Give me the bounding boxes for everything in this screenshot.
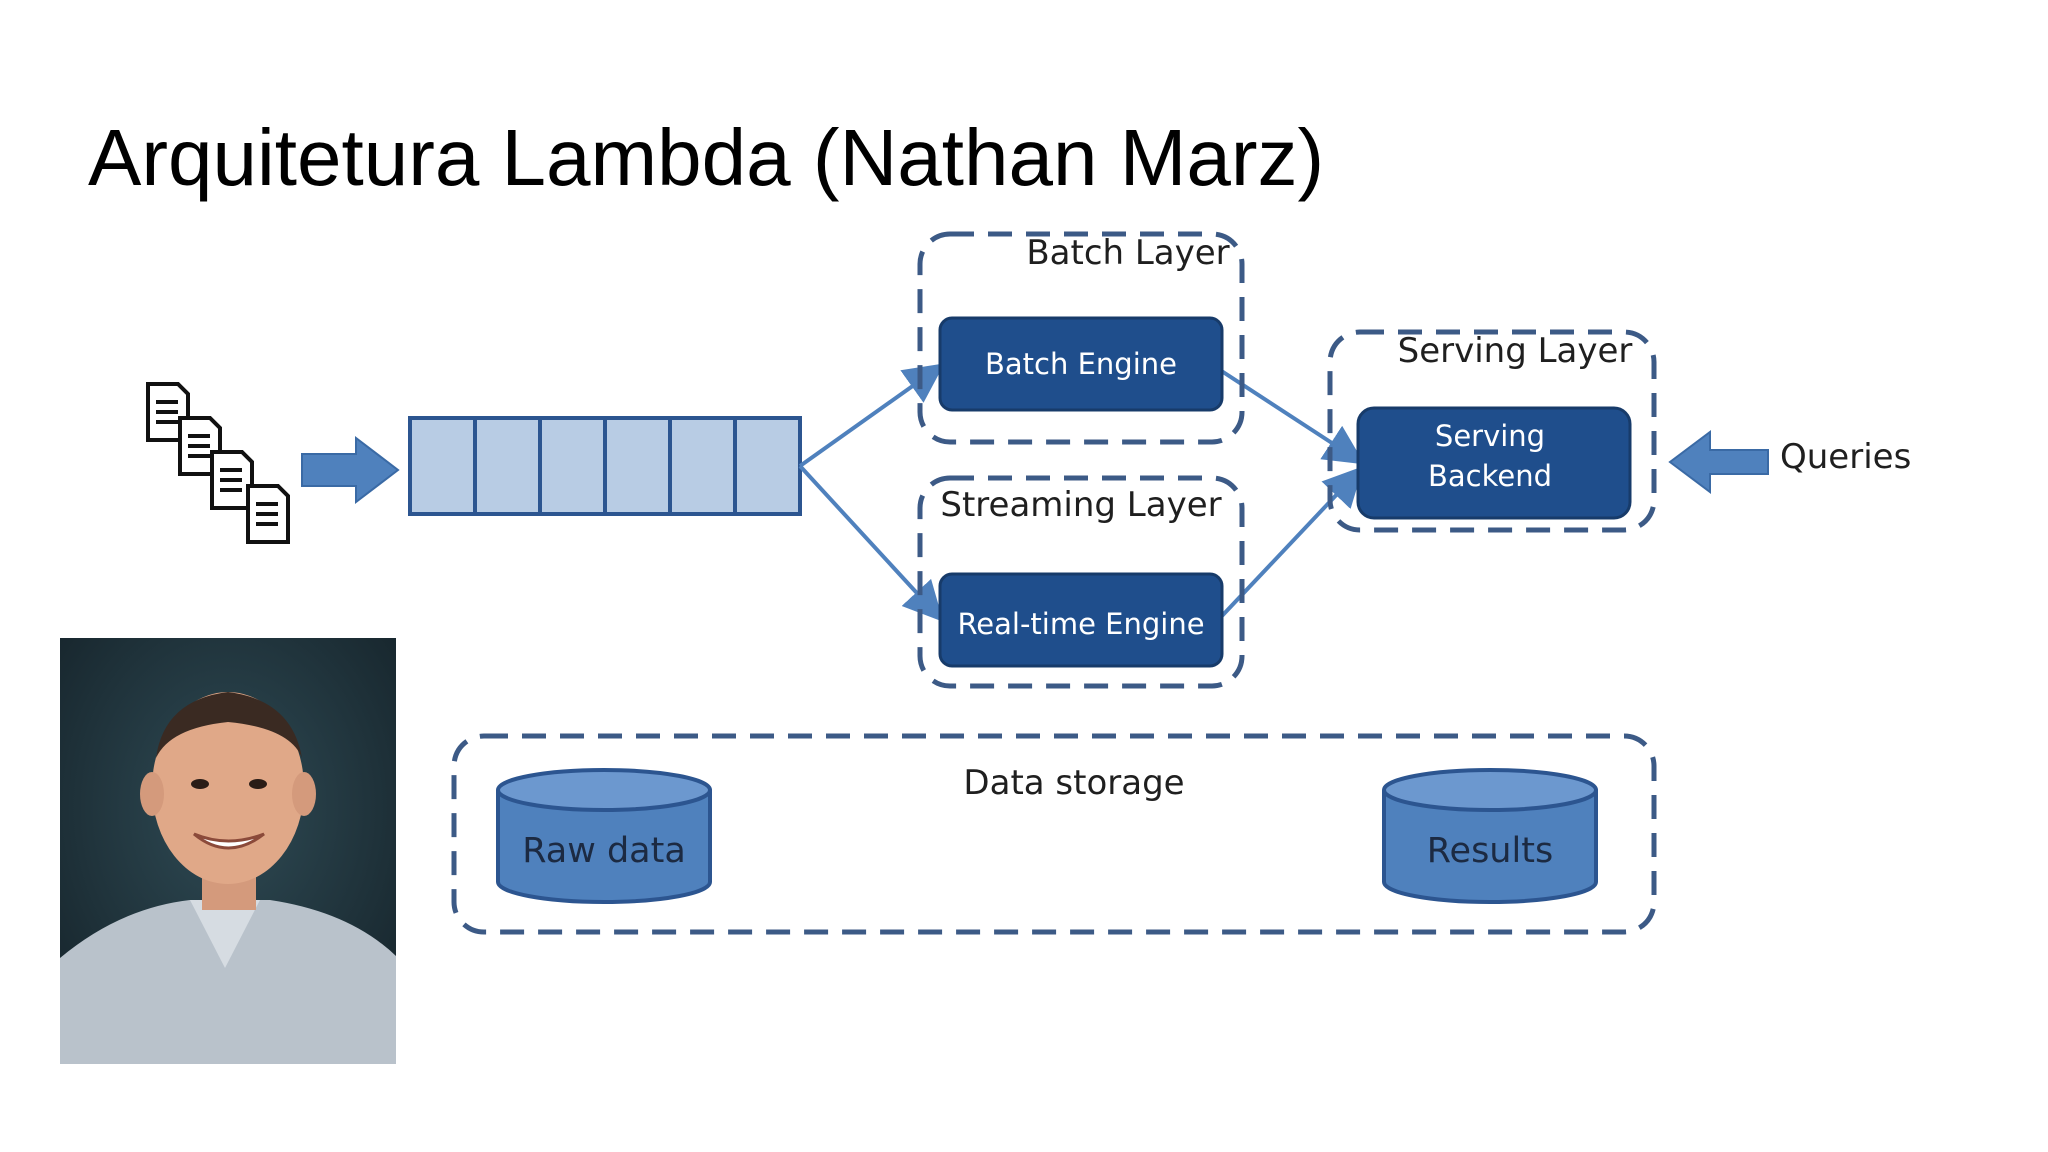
realtime-engine-box: [938, 572, 1224, 668]
serving-layer-label: Serving Layer: [1398, 331, 1633, 371]
raw-data-cylinder: [496, 768, 712, 904]
raw-data-label: Raw data: [522, 831, 686, 871]
ingest-arrow: [301, 435, 400, 505]
queries-arrow: [1668, 430, 1769, 494]
person-photo-illustration: [60, 638, 396, 1064]
results-cylinder: [1382, 768, 1598, 904]
results-label: Results: [1427, 831, 1553, 871]
queue-to-realtime-arrow: [798, 464, 944, 622]
message-queue: [408, 416, 802, 516]
data-storage-label: Data storage: [963, 763, 1184, 803]
queue-to-batch-arrow: [798, 363, 945, 468]
batch-layer-label: Batch Layer: [1026, 233, 1229, 273]
slide-title: Arquitetura Lambda (Nathan Marz): [88, 113, 1325, 202]
serving-backend-box: [1356, 406, 1632, 520]
streaming-layer-border: [917, 475, 1245, 689]
streaming-layer-label: Streaming Layer: [940, 485, 1221, 525]
serving-backend-label-line1: Serving: [1435, 419, 1545, 453]
documents-icon: [146, 382, 290, 544]
queries-label: Queries: [1780, 437, 1911, 477]
person-photo: [60, 638, 396, 1064]
realtime-engine-label: Real-time Engine: [957, 607, 1204, 641]
serving-layer-border: [1327, 329, 1657, 533]
serving-backend-label-line2: Backend: [1428, 459, 1552, 493]
batch-layer-border: [917, 231, 1245, 445]
batch-engine-label: Batch Engine: [985, 347, 1177, 381]
data-storage-border: [451, 733, 1657, 935]
batch-engine-box: [938, 316, 1224, 412]
